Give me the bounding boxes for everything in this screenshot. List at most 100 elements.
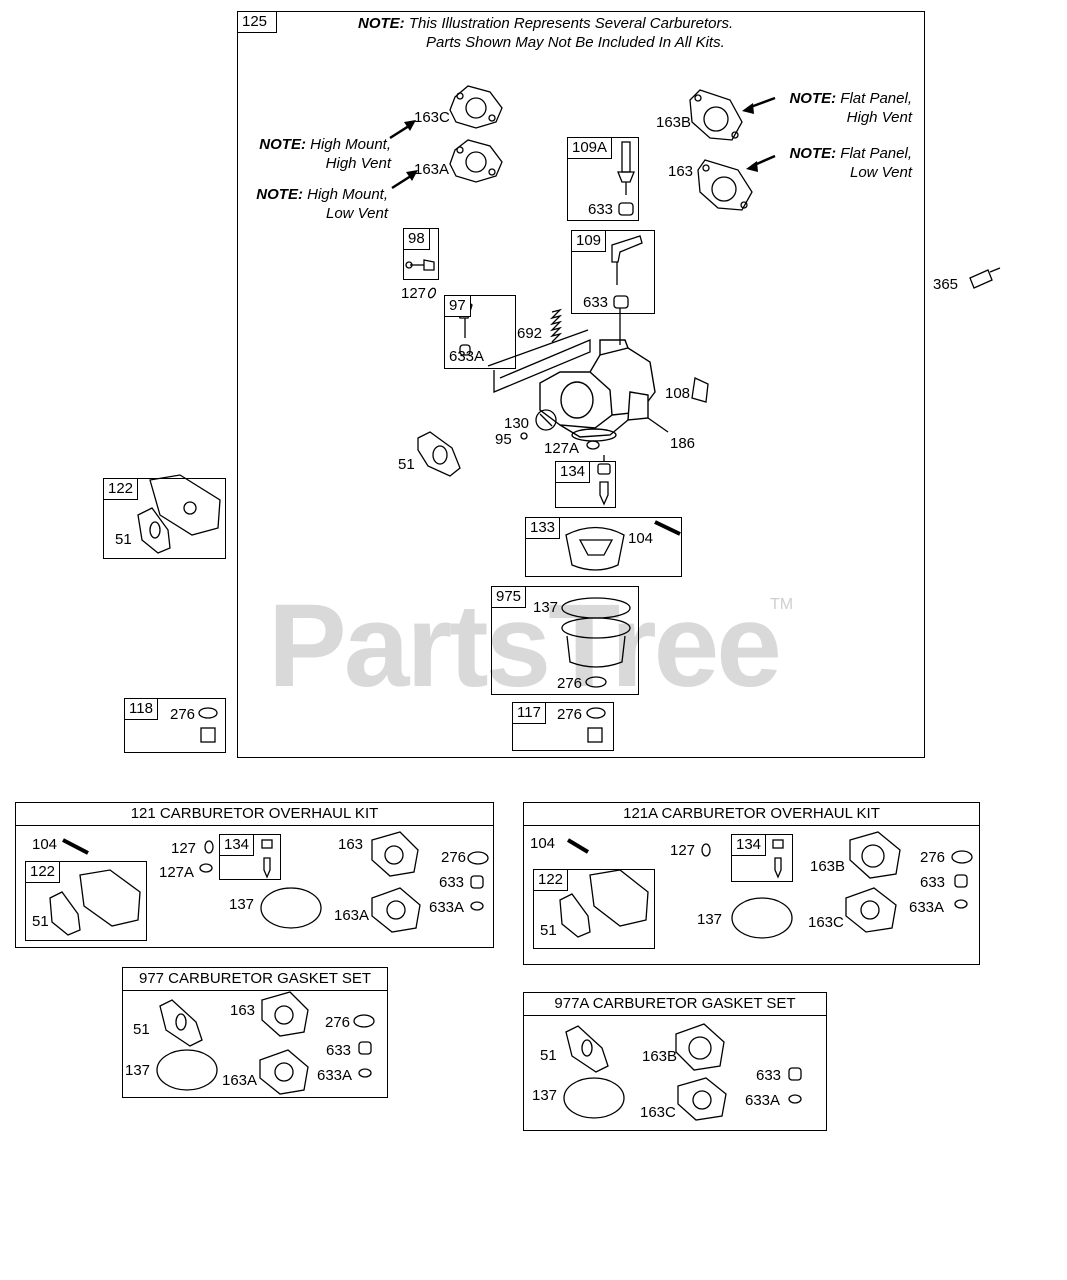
kit121-callout-127[interactable]: 127 [171,840,197,857]
kit-977A-panel: 977A CARBURETOR GASKET SET [523,992,827,1131]
ref-975[interactable]: 975 [492,587,527,608]
callout-365[interactable]: 365 [933,276,959,293]
kit977-callout-163A[interactable]: 163A [222,1072,258,1089]
kit121-ref-134[interactable]: 134 [220,835,255,856]
kit-977-panel: 977 CARBURETOR GASKET SET [122,967,388,1098]
kit121-callout-633[interactable]: 633 [439,874,465,891]
kit121A-callout-276[interactable]: 276 [920,849,946,866]
callout-163B[interactable]: 163B [656,114,692,131]
callout-633-109A[interactable]: 633 [588,201,614,218]
kit121-drawing [49,831,489,936]
kit977A-callout-163C[interactable]: 163C [640,1104,676,1121]
callout-163C[interactable]: 163C [414,109,450,126]
callout-163[interactable]: 163 [668,163,694,180]
kit121-ref-122[interactable]: 122 [26,862,61,883]
kit121A-box-122: 122 [533,869,655,949]
kit-977A-title[interactable]: 977A CARBURETOR GASKET SET [524,993,826,1016]
kit977-callout-633A[interactable]: 633A [317,1067,353,1084]
kit121A-callout-137[interactable]: 137 [697,911,723,928]
callout-104[interactable]: 104 [628,530,654,547]
side-122-callout-51[interactable]: 51 [115,531,132,548]
gasket-163A-drawing [449,139,503,183]
callout-137[interactable]: 137 [533,599,559,616]
valve-134-drawing [597,463,611,506]
kit977-callout-137[interactable]: 137 [125,1062,151,1079]
kit121A-callout-633[interactable]: 633 [920,874,946,891]
box-133: 133 [525,517,682,577]
ring-127A-drawing [586,440,600,450]
note-heading: NOTE: [789,145,837,162]
note-line: Low Vent [326,205,388,222]
watermark-trademark: TM [770,596,794,613]
box-109A: 109A [567,137,639,221]
kit121-callout-137[interactable]: 137 [229,896,255,913]
kit977-callout-163[interactable]: 163 [230,1002,256,1019]
kit121-callout-633A[interactable]: 633A [429,899,465,916]
kit121A-callout-633A[interactable]: 633A [909,899,945,916]
note-high-mount-high-vent: NOTE: High Mount, High Vent [253,135,391,173]
side-box-118: 118 [124,698,226,753]
main-note-line1: This Illustration Represents Several Car… [408,15,734,32]
ref-117[interactable]: 117 [513,703,546,724]
kit977A-callout-633[interactable]: 633 [756,1067,782,1084]
kit121-callout-51[interactable]: 51 [32,913,49,930]
kit-121A-title[interactable]: 121A CARBURETOR OVERHAUL KIT [524,803,979,826]
carburetor-body-drawing [539,339,656,442]
callout-130[interactable]: 130 [504,415,530,432]
kit121-callout-276[interactable]: 276 [441,849,467,866]
callout-127A[interactable]: 127A [544,440,580,457]
callout-51[interactable]: 51 [398,456,415,473]
kit121A-callout-163C[interactable]: 163C [808,914,844,931]
ref-97[interactable]: 97 [445,296,471,317]
callout-633A[interactable]: 633A [449,348,485,365]
kit121A-callout-51[interactable]: 51 [540,922,557,939]
kit-121-title[interactable]: 121 CARBURETOR OVERHAUL KIT [16,803,493,826]
kit977-callout-51[interactable]: 51 [133,1021,150,1038]
kit121A-callout-104[interactable]: 104 [530,835,556,852]
main-panel: 125 [237,11,925,758]
callout-95[interactable]: 95 [495,431,512,448]
callout-633-109[interactable]: 633 [583,294,609,311]
note-heading: NOTE: [259,136,306,153]
ref-122[interactable]: 122 [104,479,139,500]
gasket-51-drawing [417,431,461,477]
kit977A-drawing [563,1023,802,1121]
kit977-callout-633[interactable]: 633 [326,1042,352,1059]
main-note: NOTE: This Illustration Represents Sever… [358,15,733,32]
kit121-callout-163[interactable]: 163 [338,836,364,853]
ref-98[interactable]: 98 [404,229,430,250]
box-975: 975 [491,586,639,695]
callout-108[interactable]: 108 [665,385,691,402]
kit977A-callout-137[interactable]: 137 [532,1087,558,1104]
callout-276-117[interactable]: 276 [557,706,583,723]
ref-118[interactable]: 118 [125,699,158,720]
side-118-callout-276[interactable]: 276 [170,706,196,723]
kit977A-callout-51[interactable]: 51 [540,1047,557,1064]
kit121-callout-127A[interactable]: 127A [159,864,195,881]
side-122-drawing [137,474,221,554]
kit121A-callout-163B[interactable]: 163B [810,858,846,875]
callout-163A[interactable]: 163A [414,161,450,178]
kit977-callout-276[interactable]: 276 [325,1014,351,1031]
callout-186[interactable]: 186 [670,435,696,452]
kit121-callout-163A[interactable]: 163A [334,907,370,924]
kit121-callout-104[interactable]: 104 [32,836,58,853]
callout-127[interactable]: 127 [401,285,427,302]
kit-977-title[interactable]: 977 CARBURETOR GASKET SET [123,968,387,991]
note-line: High Mount, [310,136,391,153]
callout-276[interactable]: 276 [557,675,583,692]
kit121A-callout-127[interactable]: 127 [670,842,696,859]
pin-104-drawing [654,520,681,536]
ref-134[interactable]: 134 [556,462,591,483]
ref-133[interactable]: 133 [526,518,561,539]
box-97: 97 [444,295,516,369]
ref-109A[interactable]: 109A [568,138,613,159]
callout-692[interactable]: 692 [517,325,543,342]
ref-109[interactable]: 109 [572,231,607,252]
kit121A-ref-134[interactable]: 134 [732,835,767,856]
fitting-365-drawing [969,267,1001,289]
kit121A-ref-122[interactable]: 122 [534,870,569,891]
kit977A-callout-163B[interactable]: 163B [642,1048,678,1065]
kit977A-callout-633A[interactable]: 633A [745,1092,781,1109]
kit-121A-panel: 121A CARBURETOR OVERHAUL KIT [523,802,980,965]
